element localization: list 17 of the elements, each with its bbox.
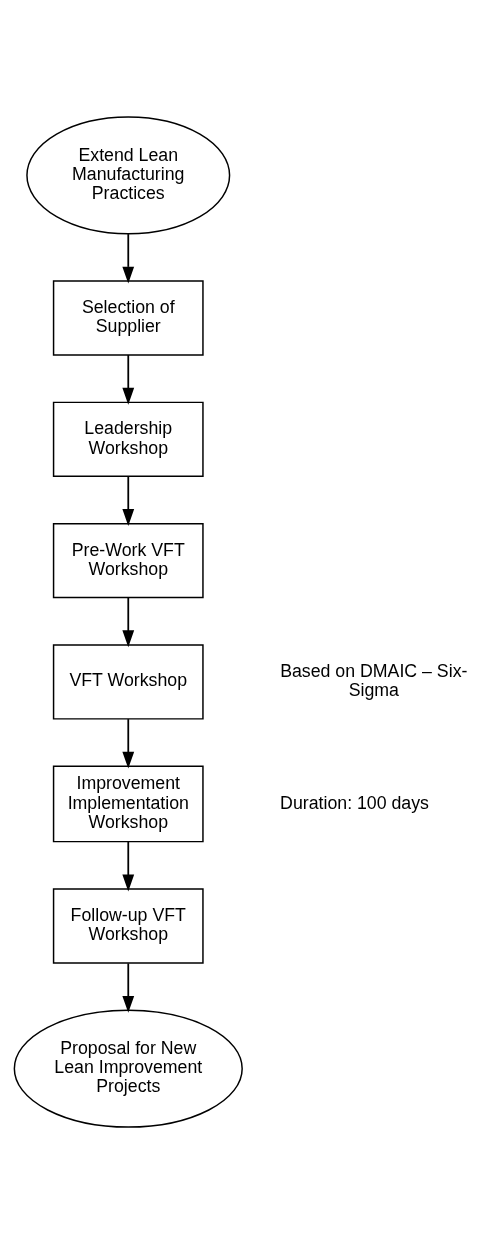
arrow	[122, 962, 135, 1013]
arrow	[122, 475, 135, 526]
label: Based on DMAIC – Six-Sigma	[280, 660, 468, 701]
arrow	[122, 233, 135, 284]
node-box: Follow-up VFT Workshop	[52, 888, 204, 964]
arrow	[122, 718, 135, 769]
arrow	[122, 840, 135, 892]
node-box: Selection of Supplier	[52, 280, 204, 356]
arrow	[122, 596, 135, 648]
node-box: Leadership Workshop	[52, 401, 204, 478]
arrow	[122, 354, 135, 405]
node-box: VFT Workshop	[52, 644, 204, 720]
node-ellipse: Extend Lean Manufacturing Practices	[26, 116, 231, 235]
node-ellipse: Proposal for New Lean Improvement Projects	[13, 1009, 243, 1128]
label: Duration: 100 days	[280, 792, 429, 813]
node-box: Improvement Implementation Workshop	[52, 765, 204, 843]
node-box: Pre-Work VFT Workshop	[52, 522, 204, 599]
